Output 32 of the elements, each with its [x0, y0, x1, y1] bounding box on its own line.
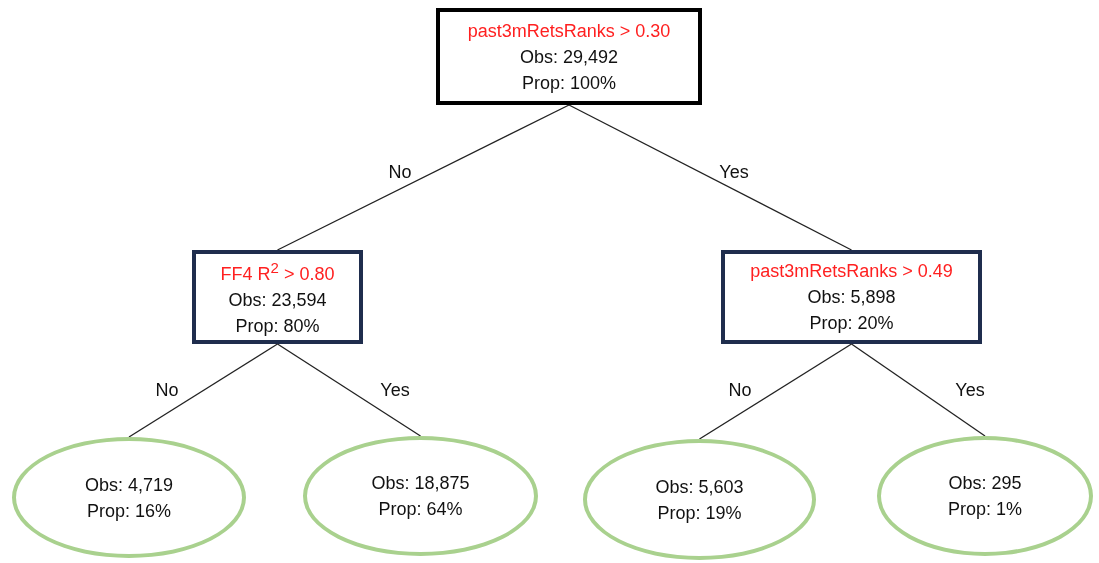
branch-line — [698, 343, 853, 440]
proportion-text: Prop: 19% — [657, 501, 742, 525]
branch-line — [276, 343, 422, 437]
proportion-text: Prop: 16% — [86, 499, 172, 523]
branch-line — [850, 343, 986, 437]
proportion-text: Prop: 64% — [378, 498, 463, 521]
split-box — [436, 8, 702, 105]
edge-label: Yes — [380, 379, 410, 401]
edge-label: Yes — [955, 379, 985, 401]
observation-count: Obs: 5,603 — [655, 475, 744, 499]
branch-line — [276, 104, 570, 251]
observation-count: Obs: 29,492 — [519, 45, 619, 69]
observation-count: Obs: 4,719 — [84, 473, 174, 497]
observation-count: Obs: 23,594 — [228, 289, 327, 312]
observation-count: Obs: 18,875 — [371, 472, 470, 495]
split-box — [192, 250, 363, 344]
proportion-text: Prop: 80% — [235, 315, 320, 338]
proportion-text: Prop: 20% — [809, 312, 894, 335]
branch-line — [128, 343, 279, 438]
edge-label: No — [388, 161, 412, 183]
branch-line — [568, 104, 853, 251]
split-condition: past3mRetsRanks > 0.30 — [467, 19, 671, 43]
edge-label: No — [155, 379, 179, 401]
edge-label: No — [728, 379, 752, 401]
edge-label: Yes — [719, 161, 749, 183]
proportion-text: Prop: 1% — [947, 498, 1022, 521]
split-condition: FF4 R$^{2}$ > 0.80 — [220, 258, 335, 286]
split-box — [721, 250, 982, 344]
proportion-text: Prop: 100% — [521, 71, 617, 95]
observation-count: Obs: 295 — [948, 472, 1022, 495]
split-condition: past3mRetsRanks > 0.49 — [750, 260, 953, 283]
observation-count: Obs: 5,898 — [807, 286, 896, 309]
